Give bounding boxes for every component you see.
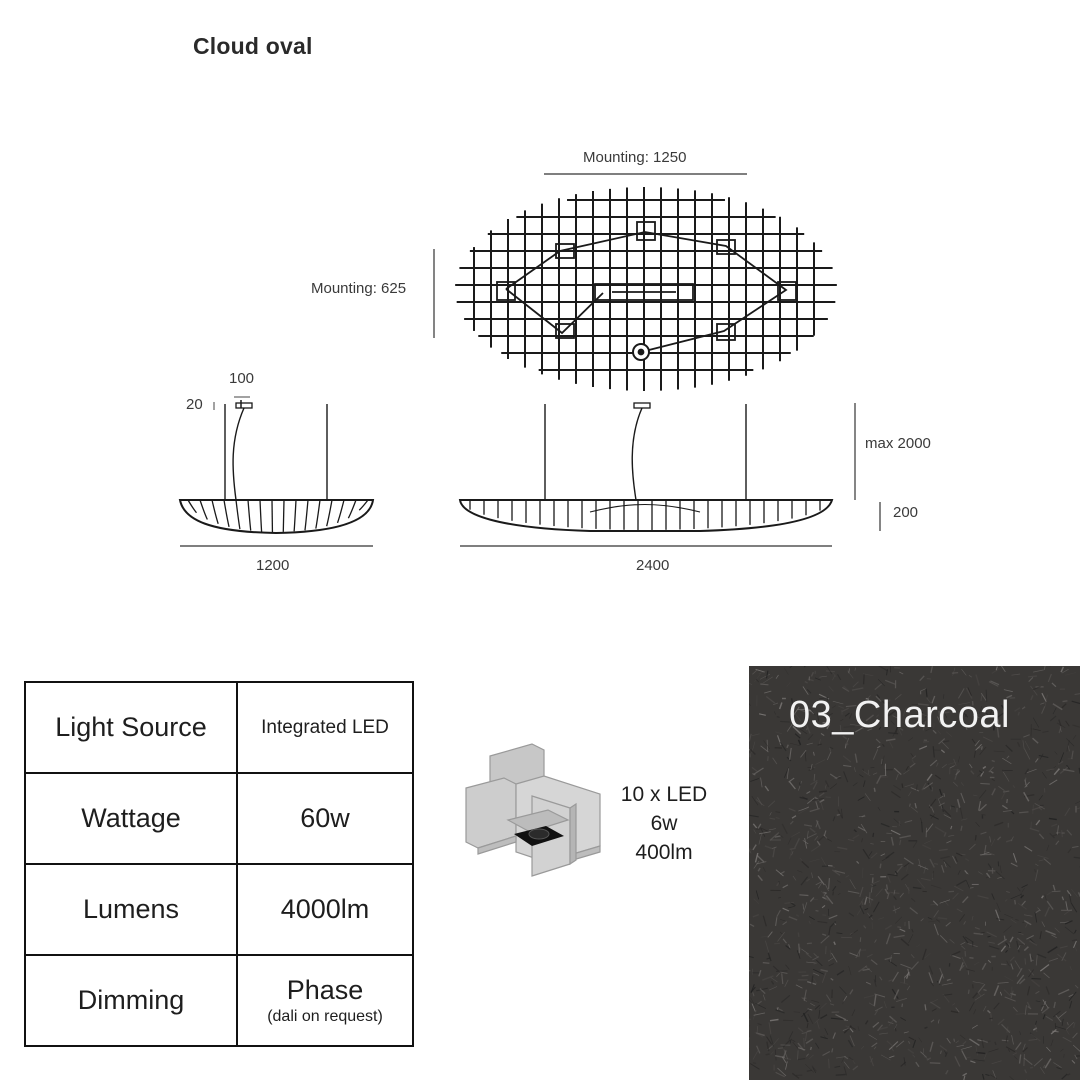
led-wattage: 6w	[650, 812, 678, 835]
side-view	[178, 396, 375, 547]
spec-note: (dali on request)	[267, 1008, 383, 1025]
front-view	[458, 402, 881, 547]
spec-value: 4000lm	[236, 863, 414, 956]
swatch-label: 03_Charcoal	[789, 694, 1010, 736]
led-module-specs: 10 x LED 6w 400lm	[612, 780, 716, 867]
spec-row: Lumens 4000lm	[24, 863, 414, 956]
led-module-icon	[465, 743, 601, 877]
spec-row: Dimming Phase (dali on request)	[24, 954, 414, 1047]
spec-value-cell: Phase (dali on request)	[236, 954, 414, 1047]
felt-texture	[749, 666, 1080, 1080]
page-title: Cloud oval	[193, 33, 313, 59]
led-lumens: 400lm	[635, 841, 693, 864]
dim-width-front: 2400	[636, 557, 670, 574]
color-swatch: 03_Charcoal	[749, 666, 1080, 1080]
spec-label: Wattage	[24, 772, 238, 865]
dim-max-drop: max 2000	[865, 435, 931, 452]
oval-top-view	[455, 187, 837, 391]
spec-table: Light Source Integrated LED Wattage 60w …	[24, 681, 414, 1047]
spec-value: Integrated LED	[236, 681, 414, 774]
spec-label: Light Source	[24, 681, 238, 774]
dim-height: 200	[893, 504, 919, 521]
spec-label: Dimming	[24, 954, 238, 1047]
technical-drawing	[178, 173, 881, 547]
spec-label: Lumens	[24, 863, 238, 956]
spec-row: Light Source Integrated LED	[24, 681, 414, 774]
led-count: 10 x LED	[620, 783, 708, 806]
mounting-wires	[496, 221, 797, 361]
dim-canopy-height: 20	[186, 396, 203, 413]
spec-value: Phase	[286, 975, 364, 1005]
dim-mounting-width: Mounting: 1250	[583, 149, 687, 166]
spec-value: 60w	[236, 772, 414, 865]
dim-mounting-depth: Mounting: 625	[311, 280, 407, 297]
dim-width-side: 1200	[256, 557, 290, 574]
spec-row: Wattage 60w	[24, 772, 414, 865]
dim-canopy-width: 100	[229, 370, 255, 387]
